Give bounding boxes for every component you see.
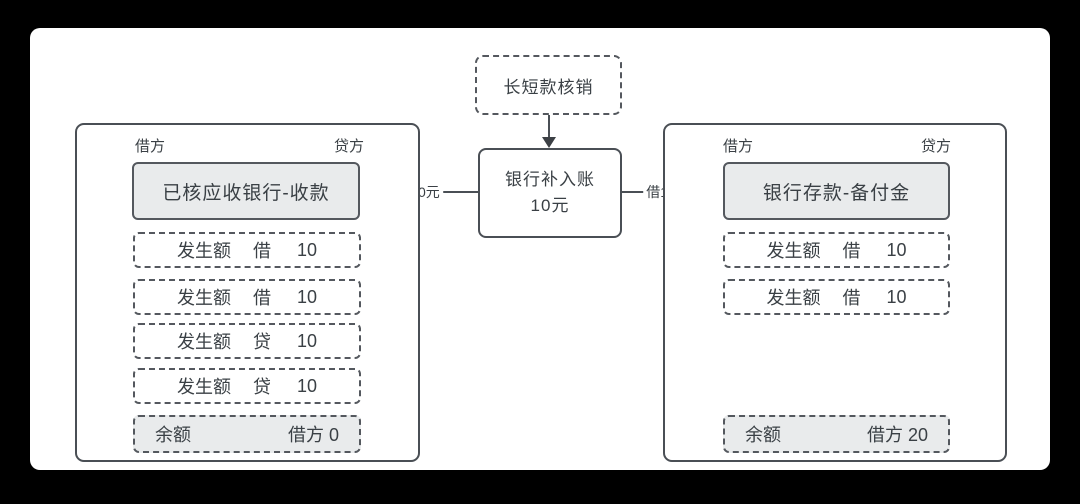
entry-row: 发生额 借 10: [133, 279, 361, 315]
connector-down-line: [548, 115, 550, 138]
right-balance-label: 余额: [745, 425, 781, 445]
left-balance-row: 余额 借方 0: [133, 415, 361, 453]
entry-row: 发生额 贷 10: [133, 368, 361, 404]
right-account-panel: 借方 贷方 银行存款-备付金 发生额 借 10 发生额 借 10 余额 借方 2…: [663, 123, 1007, 462]
right-account-title: 银行存款-备付金: [723, 162, 950, 220]
bank-entry-line2: 10元: [530, 196, 570, 215]
right-balance-value: 借方 20: [866, 425, 928, 445]
left-debit-header: 借方: [135, 138, 166, 155]
writeoff-source-label: 长短款核销: [503, 77, 594, 97]
bank-entry-line1: 银行补入账: [505, 169, 595, 189]
left-account-panel: 借方 贷方 已核应收银行-收款 发生额 借 10 发生额 借 10 发生额 贷 …: [75, 123, 420, 462]
left-credit-header: 贷方: [333, 138, 364, 155]
left-panel-header: 借方 贷方: [77, 135, 418, 156]
right-panel-header: 借方 贷方: [665, 135, 1005, 156]
bank-entry-node: 银行补入账 10元: [478, 148, 622, 238]
entry-row: 发生额 贷 10: [133, 323, 361, 359]
left-balance-label: 余额: [155, 425, 191, 445]
entry-row: 发生额 借 10: [133, 232, 361, 268]
left-account-title: 已核应收银行-收款: [132, 162, 360, 220]
right-credit-header: 贷方: [920, 138, 951, 155]
entry-row: 发生额 借 10: [723, 279, 950, 315]
right-debit-header: 借方: [723, 138, 754, 155]
arrow-down-icon: [542, 137, 556, 148]
diagram-board: 长短款核销 银行补入账 10元 贷10元 借10元 借方 贷方 已核应收银行-收…: [30, 28, 1050, 470]
left-balance-value: 借方 0: [287, 425, 339, 445]
writeoff-source-node: 长短款核销: [475, 55, 622, 115]
right-balance-row: 余额 借方 20: [723, 415, 950, 453]
entry-row: 发生额 借 10: [723, 232, 950, 268]
